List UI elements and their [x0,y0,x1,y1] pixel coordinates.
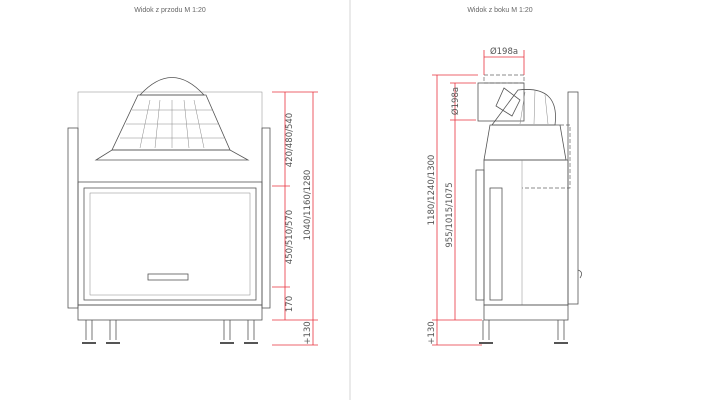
side-glass [489,187,503,301]
dim-side-body: 955/1015/1075 [445,182,455,247]
rear-hook [577,269,582,279]
firebox-body [77,181,263,306]
door-side [475,169,485,301]
side-hidden-lines [522,124,571,189]
dim-upper: 420/480/540 [285,113,295,167]
front-dimension-lines [272,91,318,346]
side-view-title: Widok z boku M 1:20 [467,7,532,14]
right-side-panel [261,127,271,309]
flue-collar [483,74,525,84]
hood-base [94,149,250,161]
dim-side-legs: +130 [427,321,437,344]
legs [82,320,258,344]
side-view: Widok z boku M 1:20 Ø198a Ø198a 1180/124… [427,7,582,346]
dim-bottom: 170 [285,296,295,312]
left-side-panel [67,127,79,309]
dim-middle: 450/510/570 [285,210,295,264]
front-view: Widok z przodu M 1:20 420/480/540 450/51… [67,7,318,346]
dim-flue-width: Ø198a [490,46,518,57]
hood [111,94,231,151]
door-glass [89,192,251,296]
front-view-title: Widok z przodu M 1:20 [134,7,206,14]
dim-total: 1040/1160/1280 [303,170,313,241]
side-dimension-lines [432,50,525,346]
flue-connector [495,87,521,117]
rear-panel [567,91,579,305]
dome [139,77,205,96]
side-legs [479,320,568,344]
side-hood [483,124,567,161]
door-frame [83,187,257,301]
dome-ribs [120,99,224,149]
dim-flue-height: Ø198a [450,87,461,115]
dim-legs: +130 [303,321,313,344]
side-dome-ribs [519,89,549,125]
dim-side-total: 1180/1240/1300 [427,155,437,226]
door-handle [147,273,189,281]
base-plate [77,304,263,321]
side-base [483,304,569,321]
side-body [483,159,569,306]
flue-box [477,82,525,122]
